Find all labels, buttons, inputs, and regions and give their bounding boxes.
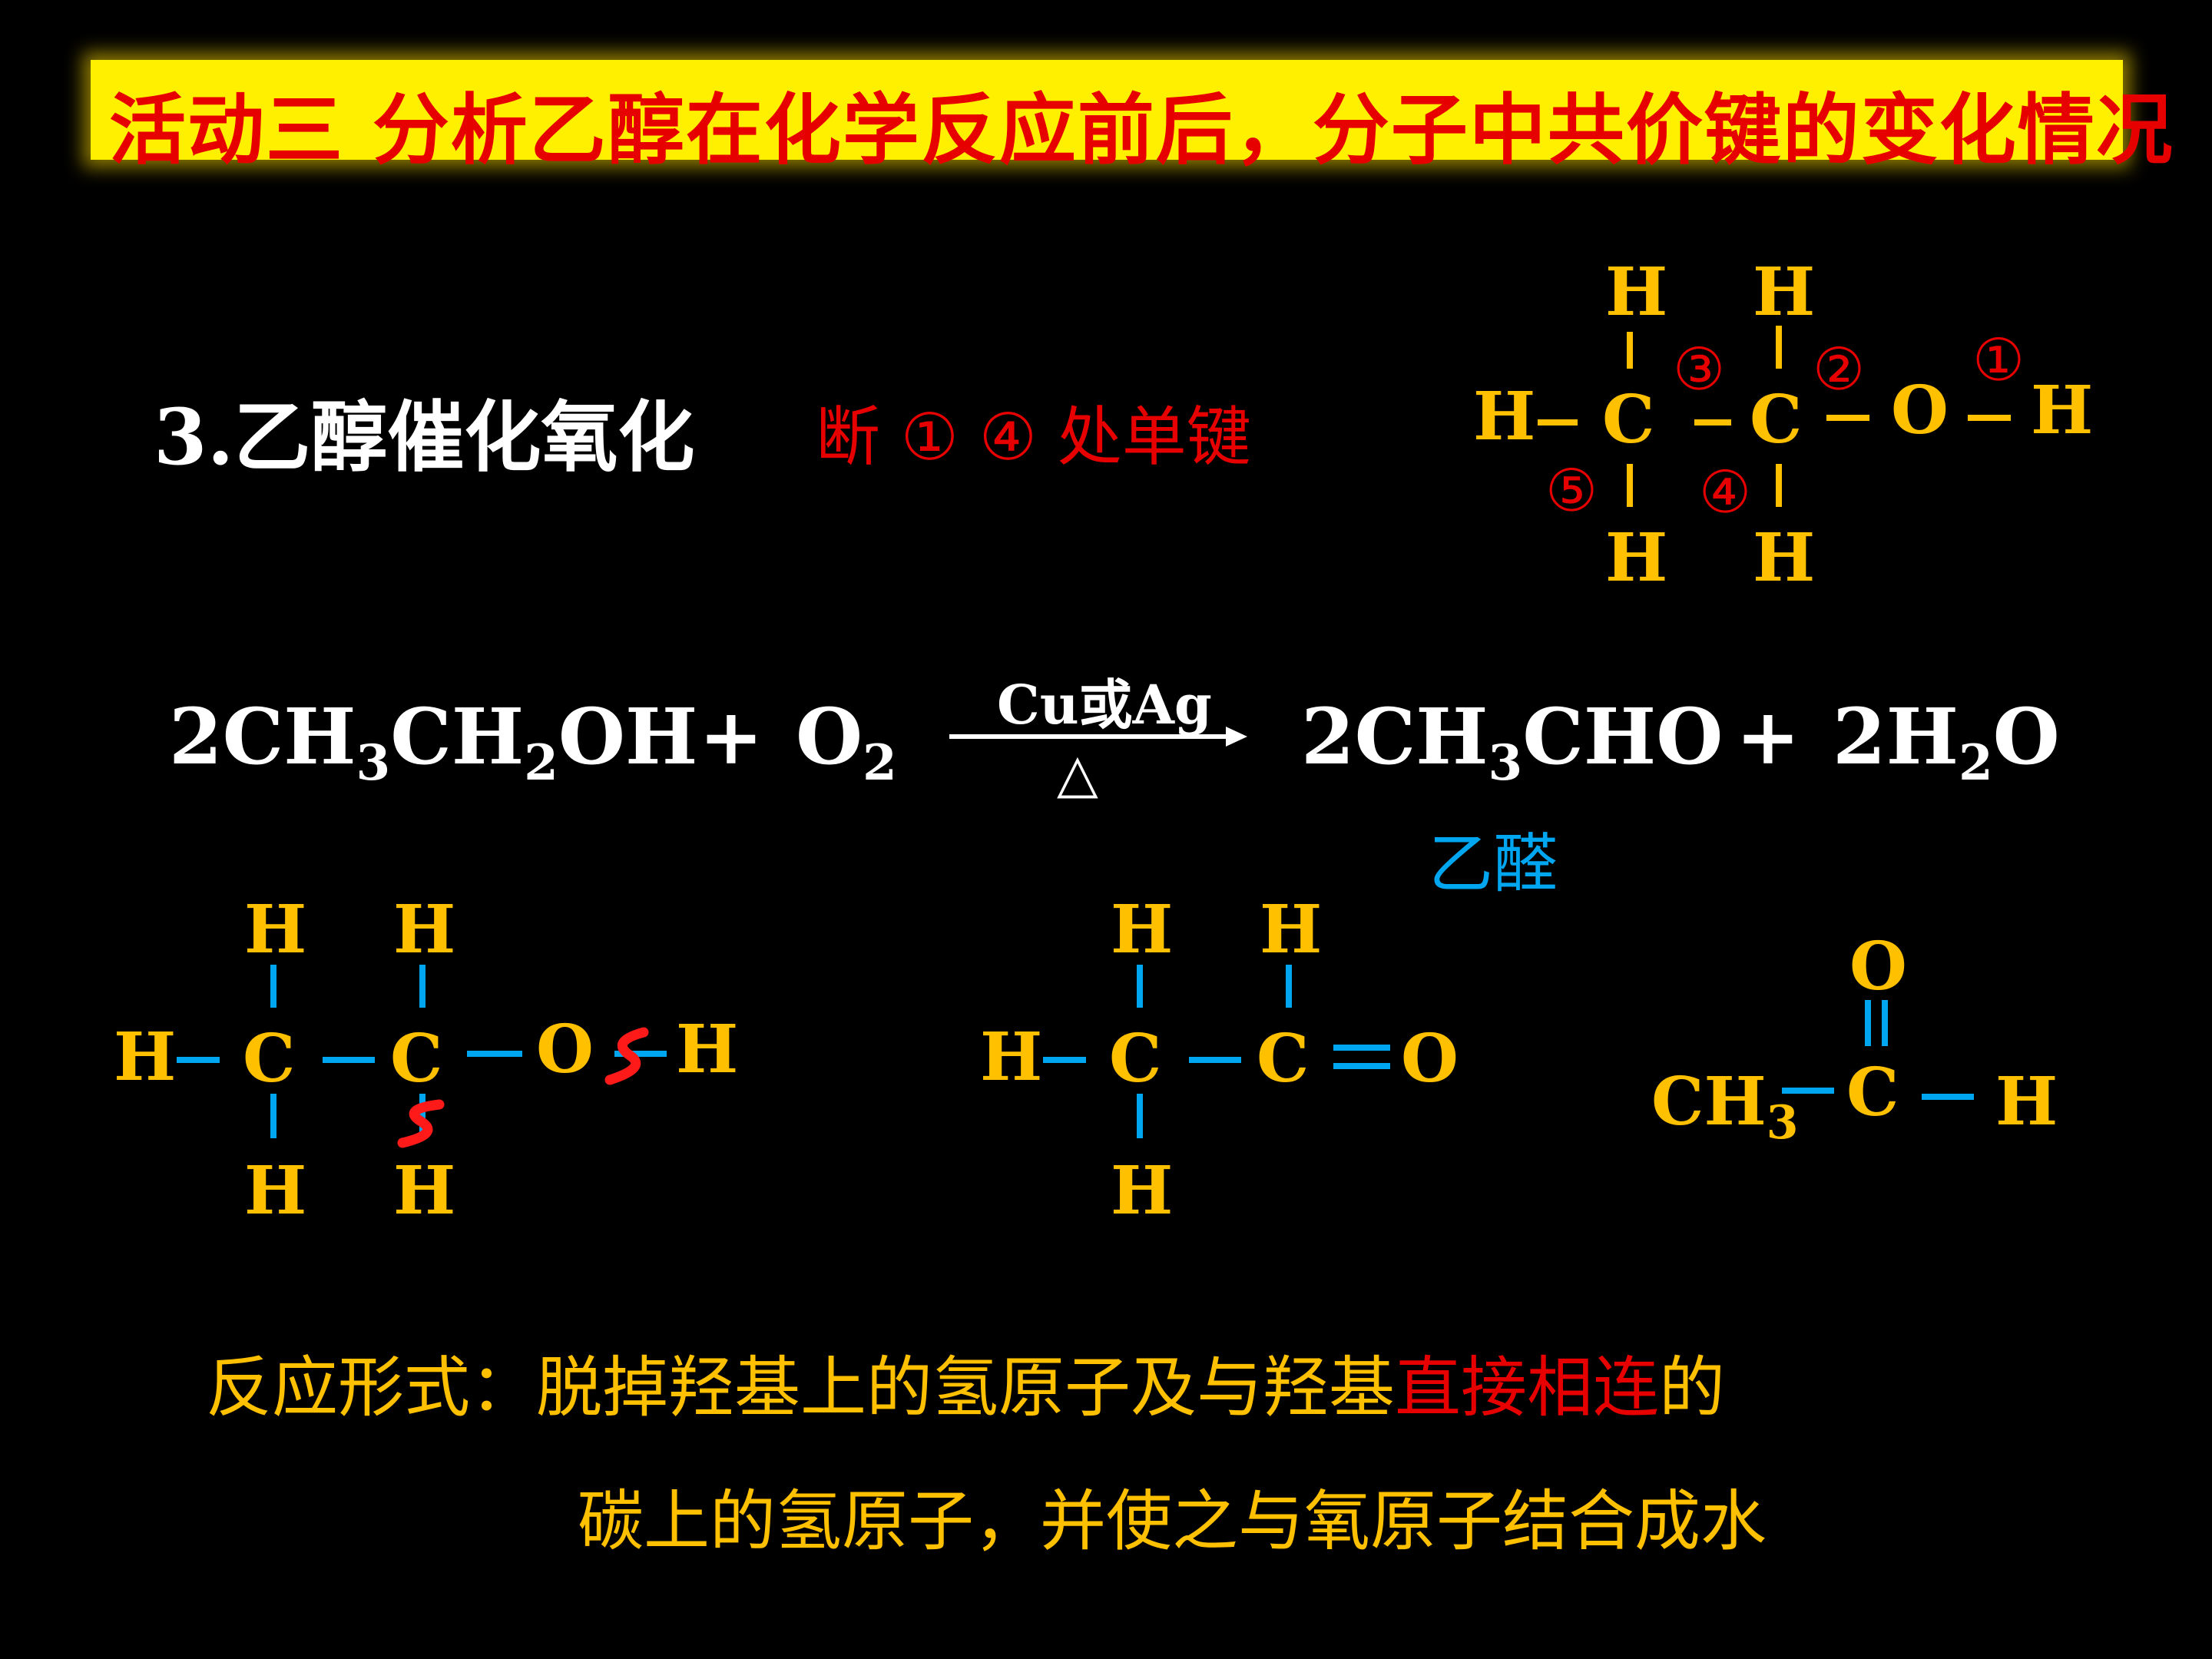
bond-line <box>270 1094 276 1138</box>
atom-c: C <box>1257 1020 1310 1098</box>
reaction-arrow <box>949 734 1233 739</box>
atom-o: O <box>536 1011 594 1088</box>
atom-h: H <box>1473 378 1536 455</box>
bond-line <box>1782 1088 1834 1094</box>
bond-line <box>419 1094 426 1138</box>
atom-h: H <box>393 891 456 969</box>
atom-c: C <box>1846 1054 1899 1131</box>
atom-o: O <box>1891 372 1949 449</box>
plus-sign: + <box>1736 691 1800 782</box>
atom-h: H <box>980 1018 1043 1096</box>
bond-line <box>1538 419 1578 426</box>
banner-title: 活动三 分析乙醇在化学反应前后，分子中共价键的变化情况 <box>109 85 2174 175</box>
reactant-ethanol: 2CH3CH2OH <box>169 691 698 792</box>
bond-line <box>270 965 276 1008</box>
double-bond-line <box>1865 1000 1871 1046</box>
bond-label-5: ⑤ <box>1545 456 1598 525</box>
atom-h: H <box>1260 891 1323 969</box>
bond-line <box>467 1051 522 1057</box>
double-bond-line <box>1882 1000 1888 1046</box>
product-acetaldehyde: 2CH3CHO <box>1301 691 1724 792</box>
atom-h: H <box>244 1152 307 1230</box>
bond-line <box>1627 464 1633 507</box>
bond-label-2: ② <box>1813 335 1866 403</box>
atom-h: H <box>1605 519 1668 597</box>
atom-h: H <box>114 1018 177 1096</box>
methyl-group: CH3 <box>1651 1063 1799 1151</box>
atom-h: H <box>244 891 307 969</box>
bond-break-note: 断 ① ④ 处单键 <box>816 399 1251 475</box>
bond-label-1: ① <box>1972 326 2025 394</box>
atom-o: O <box>1401 1020 1459 1098</box>
reaction-condition: Cu或Ag <box>997 673 1212 737</box>
atom-h: H <box>1753 253 1816 331</box>
bond-line <box>1043 1057 1086 1063</box>
bond-break-mark <box>604 1027 649 1085</box>
atom-o: O <box>1849 928 1907 1005</box>
product-name-label: 乙醛 <box>1429 826 1558 902</box>
reaction-arrowhead <box>1226 727 1247 747</box>
heat-symbol: △ <box>1057 742 1098 805</box>
bond-line <box>1694 419 1731 426</box>
bond-line <box>177 1057 220 1063</box>
atom-h: H <box>2031 372 2094 449</box>
bond-line <box>1776 464 1782 507</box>
bond-line <box>1922 1094 1974 1100</box>
atom-c: C <box>1602 381 1655 459</box>
atom-h: H <box>1753 519 1816 597</box>
reaction-description-line1: 反应形式：脱掉羟基上的氢原子及与羟基直接相连的 <box>206 1349 1725 1426</box>
section-title: 3.乙醇催化氧化 <box>154 392 695 482</box>
bond-line <box>323 1057 375 1063</box>
bond-line <box>1826 415 1869 421</box>
bond-break-mark <box>397 1099 445 1148</box>
atom-h: H <box>1605 253 1668 331</box>
bond-line <box>1137 965 1143 1008</box>
reactant-oxygen: O2 <box>796 691 897 792</box>
bond-line <box>1189 1057 1241 1063</box>
atom-c: C <box>243 1020 296 1098</box>
atom-h: H <box>1995 1063 2058 1141</box>
atom-c: C <box>1109 1020 1162 1098</box>
bond-label-4: ④ <box>1699 458 1752 526</box>
double-bond-line <box>1333 1045 1390 1051</box>
bond-line <box>1137 1094 1143 1138</box>
atom-h: H <box>676 1011 739 1088</box>
atom-h: H <box>1111 891 1174 969</box>
bond-label-3: ③ <box>1673 335 1726 403</box>
product-water: 2H2O <box>1833 691 2060 792</box>
reaction-description-line2: 碳上的氢原子，并使之与氧原子结合成水 <box>578 1483 1767 1560</box>
atom-h: H <box>1111 1152 1174 1230</box>
bond-line <box>419 965 426 1008</box>
atom-c: C <box>390 1020 443 1098</box>
bond-line <box>1286 965 1292 1008</box>
bond-line <box>1968 415 2011 421</box>
bond-line <box>1627 332 1633 369</box>
title-banner <box>91 60 2123 160</box>
plus-sign: + <box>699 691 763 782</box>
atom-c: C <box>1750 381 1803 459</box>
atom-h: H <box>393 1152 456 1230</box>
bond-line <box>1776 326 1782 369</box>
bond-line <box>614 1051 667 1057</box>
double-bond-line <box>1333 1063 1390 1069</box>
